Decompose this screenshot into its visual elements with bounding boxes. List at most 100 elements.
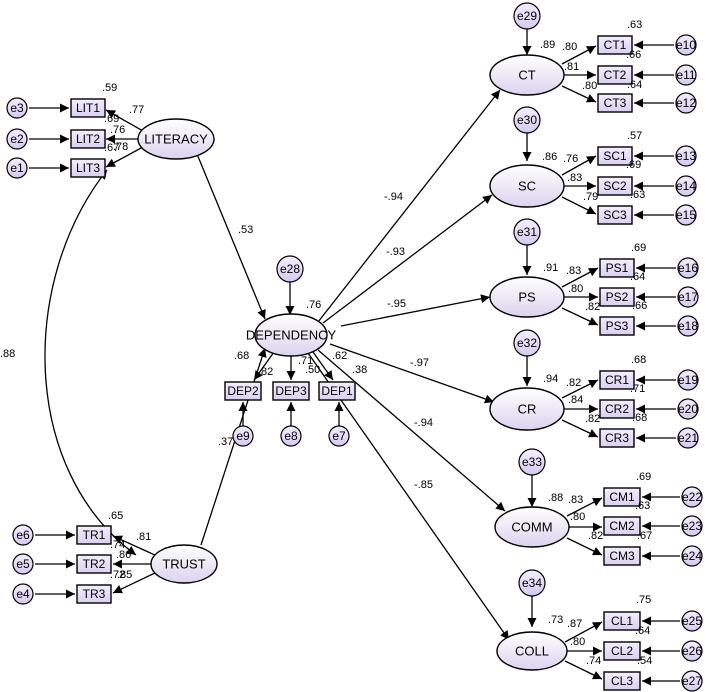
r2-cm3: .67 [637, 530, 652, 542]
error-e28: e28 [280, 262, 300, 276]
path-coll-cl3 [564, 660, 603, 680]
error-e12: e12 [676, 96, 696, 110]
indicator-sc2: SC2 [603, 179, 627, 193]
indicator-sc3: SC3 [603, 208, 627, 222]
coef-dep-sc: -.93 [386, 246, 405, 258]
path-comm-cm3 [566, 537, 603, 556]
error-e2: e2 [10, 132, 24, 146]
latent-cr-label: CR [518, 402, 537, 417]
path-comm-cm1 [566, 497, 603, 517]
path-dependency-comm [317, 349, 506, 512]
indicator-tr2-box [76, 554, 112, 574]
error-e9: e9 [236, 429, 250, 443]
indicator-ct2-box [597, 65, 633, 85]
r2-dependency: .76 [306, 299, 321, 311]
r2-tr2: .74 [110, 539, 125, 551]
path-dependency-coll [307, 352, 510, 641]
indicator-cl3: CL3 [611, 674, 633, 688]
r2-coll: .73 [548, 614, 563, 626]
indicator-sc2-box [597, 176, 633, 196]
indicator-cm3-box [603, 546, 641, 566]
coef-dep-cr: -.97 [410, 357, 429, 369]
path-dependency-ps [340, 294, 491, 327]
path-ct-ct1 [561, 45, 597, 65]
indicator-ps2: PS2 [606, 290, 629, 304]
r2-dep1: .38 [352, 364, 367, 376]
indicator-cr2-box [599, 399, 635, 419]
error-e31: e31 [517, 225, 537, 239]
r2-cr1: .68 [631, 354, 646, 366]
error-e23: e23 [682, 519, 702, 533]
indicator-cm2: CM2 [609, 519, 635, 533]
path-coll-cl1 [564, 621, 603, 643]
error-e16: e16 [678, 261, 698, 275]
error-e15: e15 [676, 208, 696, 222]
latent-cr: CR [489, 387, 565, 431]
r2-sc1: .57 [627, 130, 642, 142]
latent-comm: COMM [494, 506, 570, 548]
indicator-sc1-box [597, 146, 633, 166]
indicator-tr1: TR1 [83, 528, 106, 542]
error-e20: e20 [678, 402, 698, 416]
r2-sc3: .63 [630, 189, 645, 201]
path-cr-cr1 [561, 379, 599, 399]
indicator-ct3-box [597, 93, 633, 113]
paths [29, 29, 680, 686]
path-trust-tr1 [112, 535, 158, 557]
indicator-cl1-box [603, 611, 641, 631]
indicator-cr2: CR2 [605, 402, 629, 416]
indicator-dep3-box [272, 381, 310, 401]
coef-trust-dependency: .37 [218, 436, 233, 448]
load-ct3: .80 [582, 80, 597, 92]
r2-ps1: .69 [631, 242, 646, 254]
error-e11: e11 [676, 68, 695, 82]
latent-variables: LITERACY TRUST DEPENDENCY CT SC PS CR C [137, 54, 570, 671]
latent-trust-label: TRUST [162, 557, 205, 572]
r2-lit2: .69 [104, 113, 119, 125]
load-ct1: .80 [562, 41, 577, 53]
path-literacy-lit3 [105, 146, 144, 168]
load-ps2: .80 [568, 283, 583, 295]
latent-literacy: LITERACY [137, 118, 215, 160]
error-e22: e22 [682, 490, 702, 504]
error-e32: e32 [517, 336, 537, 350]
r2-ct1: .63 [627, 19, 642, 31]
error-e5: e5 [16, 557, 30, 571]
indicator-ps2-box [599, 287, 635, 307]
load-cl2: .80 [570, 636, 585, 648]
load-ct2: .81 [564, 61, 579, 73]
latent-trust: TRUST [150, 544, 218, 584]
error-e26: e26 [682, 644, 702, 658]
r2-cr2: .71 [630, 383, 645, 395]
indicator-ps1-box [599, 258, 635, 278]
path-sc-sc1 [561, 155, 597, 176]
load-dep1: .62 [332, 350, 347, 362]
path-ct-ct3 [561, 85, 597, 103]
indicator-ct1: CT1 [604, 38, 627, 52]
r2-ps3: .66 [632, 300, 647, 312]
r2-dep3: .50 [305, 364, 320, 376]
indicator-cl2: CL2 [611, 644, 633, 658]
load-tr3: .85 [117, 569, 132, 581]
load-cl3: .74 [586, 655, 601, 667]
latent-ct: CT [489, 54, 565, 96]
r2-ps2: .64 [630, 271, 645, 283]
latent-ps: PS [489, 276, 565, 318]
indicator-cr3-box [599, 428, 635, 448]
error-e8: e8 [284, 429, 298, 443]
indicator-tr2: TR2 [83, 557, 106, 571]
indicator-lit1-box [70, 98, 106, 118]
path-literacy-dependency [196, 153, 266, 320]
error-e13: e13 [676, 149, 696, 163]
coefficient-labels: .53 .37 .88 -.94 -.93 -.95 -.97 -.94 -.8… [0, 19, 652, 667]
load-dep3: .71 [298, 355, 313, 367]
path-trust-dependency [200, 347, 267, 546]
r2-cm2: .63 [635, 500, 650, 512]
error-e7: e7 [332, 429, 346, 443]
latent-ps-label: PS [518, 290, 536, 305]
indicator-dep2-box [224, 381, 262, 401]
latent-dependency: DEPENDENCY [246, 313, 336, 357]
indicator-dep1: DEP1 [321, 384, 353, 398]
r2-ps: .91 [543, 262, 558, 274]
